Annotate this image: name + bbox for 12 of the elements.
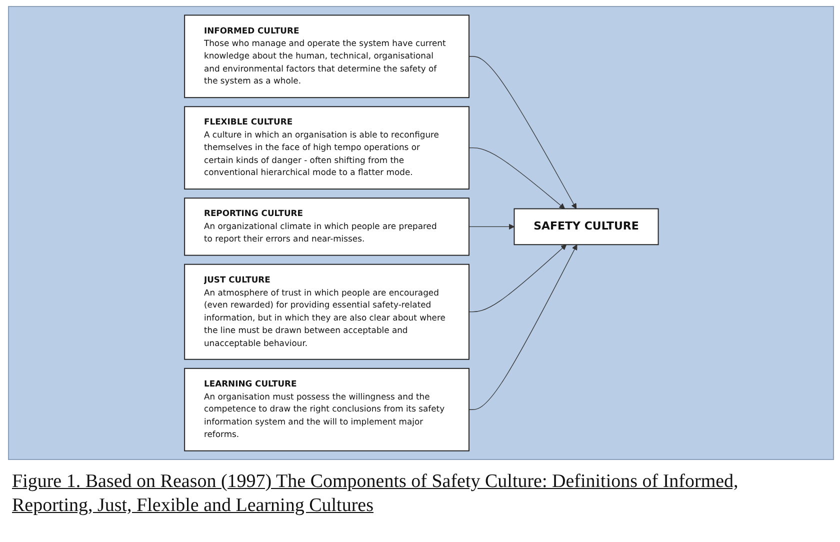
arrow	[468, 56, 576, 210]
node-box: SAFETY CULTURE	[513, 208, 658, 246]
node-box: REPORTING CULTURE An organizational climate in which people are prepared to report their errors and near-misses.	[184, 198, 470, 256]
arrow	[468, 148, 565, 210]
node-box: FLEXIBLE CULTURE A culture in which an organisation is able to reconfigure themselves in the face of high tempo operations or certain kinds of danger - often shifting from the conventional hierarchical mode to a flatter mode.	[184, 106, 470, 190]
arrow	[468, 224, 514, 230]
node-box: LEARNING CULTURE An organisation must possess the willingness and the competence to draw the right conclusions from its safety information system and the will to implement major reforms.	[184, 368, 470, 452]
figure-caption: Figure 1. Based on Reason (1997) The Components of Safety Culture: Definitions of Informed, Reporting, Just, Flexible and Learning Cultures	[12, 470, 740, 518]
arrow	[468, 244, 566, 312]
arrow	[468, 244, 577, 410]
node-box: JUST CULTURE An atmosphere of trust in which people are encouraged (even rewarded) for providing essential safety-related information, but in which they are also clear about where the line must be drawn between acceptable and unacceptable behaviour.	[184, 264, 470, 360]
node-box: INFORMED CULTURE Those who manage and operate the system have current knowledge about the human, technical, organisational and environmental factors that determine the safety of the system as a whole.	[184, 14, 470, 98]
